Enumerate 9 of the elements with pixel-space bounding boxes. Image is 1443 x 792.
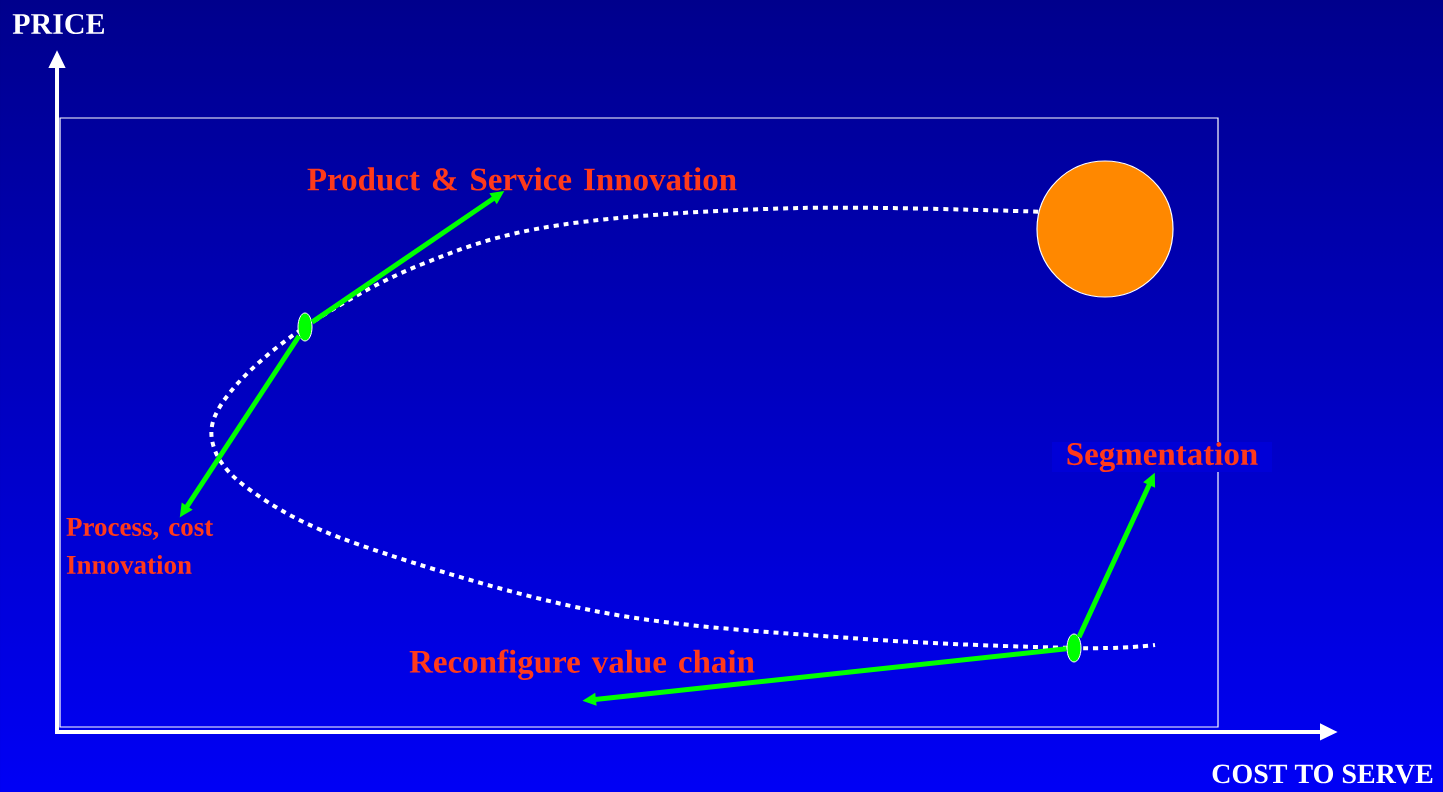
label-text: Reconfigure value chain: [409, 649, 755, 680]
axis-title: COST TO SERVE: [1212, 764, 1433, 784]
point-marker: [297, 312, 313, 342]
label-text: Product & Service Innovation: [307, 167, 737, 191]
circle: [1036, 160, 1174, 298]
label-text: Segmentation: [1052, 441, 1272, 473]
point-marker: [1066, 633, 1082, 663]
axis-title: PRICE: [12, 13, 104, 35]
label-text: Process, cost Innovation: [66, 518, 214, 574]
